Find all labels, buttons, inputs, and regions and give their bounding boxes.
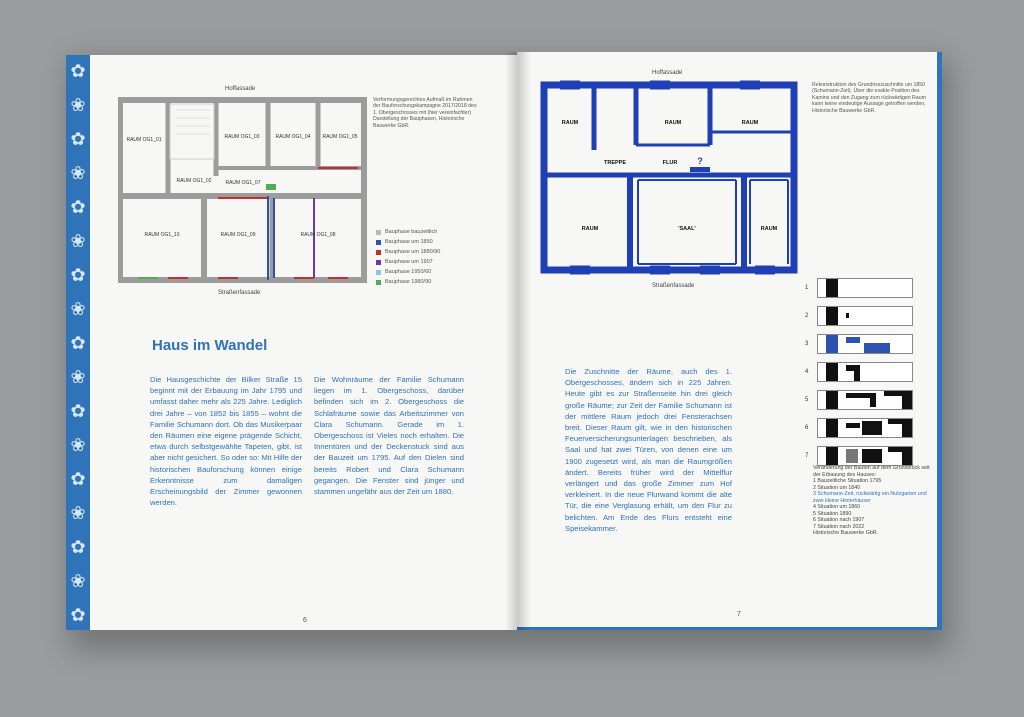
site-thumbnail bbox=[817, 362, 913, 382]
left-facade-bottom-label: Straßenfassade bbox=[218, 290, 261, 296]
left-plan-caption: Verformungsgerechtes Aufmaß im Rahmen de… bbox=[373, 97, 477, 129]
thumbnail-row: 7 bbox=[805, 444, 913, 468]
site-thumbnail bbox=[817, 306, 913, 326]
room-label: RAUM OG1_04 bbox=[275, 134, 310, 140]
legend-swatch bbox=[376, 279, 381, 285]
left-floor-plan: RAUM OG1_01 RAUM OG1_02 RAUM OG1_03 RAUM… bbox=[118, 97, 367, 283]
thumbnails-list-item: 7 Situation nach 2022 bbox=[813, 523, 865, 530]
legend-swatch bbox=[376, 259, 381, 265]
thumbnails-caption-head: Veränderung der Bauten auf dem Grundstüc… bbox=[813, 465, 930, 478]
right-floor-plan: RAUM RAUM RAUM TREPPE FLUR RAUM 'SAAL' R… bbox=[540, 80, 798, 275]
right-plan-caption: Rekonstruktion des Grundrisszuschnitts u… bbox=[812, 82, 926, 114]
site-thumbnail bbox=[817, 334, 913, 354]
thumbnails-list-item-highlighted: 3 Schumann-Zeit, rückwärtig ein Nutzgart… bbox=[813, 491, 927, 504]
legend-item: Bauphase um 1880/90 bbox=[376, 247, 440, 257]
thumbnail-row: 5 bbox=[805, 388, 913, 412]
thumbnails-list-item: 2 Situation um 1840 bbox=[813, 484, 861, 491]
page-number-left: 6 bbox=[303, 617, 307, 624]
right-facade-bottom-label: Straßenfassade bbox=[652, 283, 695, 289]
left-facade-top-label: Hoffassade bbox=[225, 86, 256, 92]
right-body-text: Die Zuschnitte der Räume, auch des 1. Ob… bbox=[565, 367, 732, 533]
body-column-1: Die Hausgeschichte der Bilker Straße 15 … bbox=[150, 375, 302, 508]
left-page bbox=[66, 55, 540, 630]
room-label: RAUM OG1_07 bbox=[225, 180, 260, 186]
room-label: RAUM bbox=[761, 226, 778, 232]
legend-item: Bauphase 1950/60 bbox=[376, 267, 440, 277]
legend-item: Bauphase um 1907 bbox=[376, 257, 440, 267]
thumbnail-row: 4 bbox=[805, 360, 913, 384]
room-label: RAUM bbox=[665, 120, 682, 126]
right-facade-top-label: Hoffassade bbox=[652, 70, 683, 76]
room-label: RAUM OG1_10 bbox=[144, 232, 179, 238]
thumbnails-caption: Veränderung der Bauten auf dem Grundstüc… bbox=[813, 465, 933, 537]
room-label: RAUM OG1_05 bbox=[322, 134, 357, 140]
site-thumbnail bbox=[817, 278, 913, 298]
site-thumbnail bbox=[817, 418, 913, 438]
stair-label: TREPPE bbox=[604, 160, 626, 166]
question-mark: ? bbox=[697, 156, 703, 166]
hall-room-label: 'SAAL' bbox=[678, 226, 696, 232]
thumbnail-row: 2 bbox=[805, 304, 913, 328]
room-label: RAUM OG1_08 bbox=[300, 232, 335, 238]
legend-swatch bbox=[376, 239, 381, 245]
room-label: RAUM bbox=[742, 120, 759, 126]
legend-swatch bbox=[376, 229, 381, 235]
legend-item: Bauphase bauzeitlich bbox=[376, 227, 440, 237]
room-label: RAUM OG1_02 bbox=[176, 178, 211, 184]
legend-swatch bbox=[376, 249, 381, 255]
site-thumbnail bbox=[817, 446, 913, 466]
legend-item: Bauphase 1980/90 bbox=[376, 277, 440, 287]
room-label: RAUM OG1_01 bbox=[126, 137, 161, 143]
book-gutter bbox=[505, 52, 531, 630]
site-evolution-thumbnails: 1 2 3 4 5 6 7 bbox=[805, 276, 913, 472]
legend-item: Bauphase um 1850 bbox=[376, 237, 440, 247]
thumbnails-list-item: 4 Situation um 1860 bbox=[813, 504, 861, 510]
thumbnails-list-item: 6 Situation nach 1907 bbox=[813, 517, 865, 523]
page-number-right: 7 bbox=[737, 611, 741, 618]
site-thumbnail bbox=[817, 390, 913, 410]
legend-swatch bbox=[376, 269, 381, 275]
phase-legend: Bauphase bauzeitlich Bauphase um 1850 Ba… bbox=[376, 227, 440, 287]
thumbnails-credit: Historische Bauwerke GbR. bbox=[813, 530, 879, 536]
page-heading: Haus im Wandel bbox=[152, 337, 268, 354]
thumbnail-row: 1 bbox=[805, 276, 913, 300]
room-label: RAUM OG1_09 bbox=[220, 232, 255, 238]
room-label: RAUM OG1_03 bbox=[224, 134, 259, 140]
thumbnail-row: 3 bbox=[805, 332, 913, 356]
thumbnail-row: 6 bbox=[805, 416, 913, 440]
body-column-2: Die Wohnräume der Familie Schumann liege… bbox=[314, 375, 464, 497]
hall-label: FLUR bbox=[663, 160, 678, 166]
thumbnails-list-item: 1 Bauzeitliche Situation 1795 bbox=[813, 478, 882, 484]
decorative-edge-pattern: ✿❀✿❀✿❀✿❀✿❀✿❀✿❀✿❀✿ bbox=[70, 61, 86, 626]
room-label: RAUM bbox=[562, 120, 579, 126]
thumbnails-list-item: 5 Situation 1890 bbox=[813, 510, 852, 517]
room-label: RAUM bbox=[582, 226, 599, 232]
